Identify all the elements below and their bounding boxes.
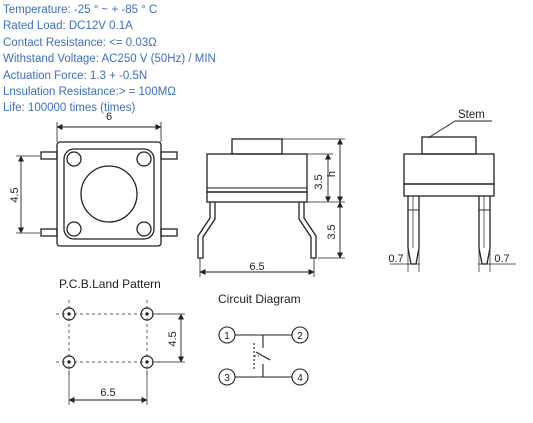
spec-withstand-voltage: Withstand Voltage: AC250 V (50Hz) / MIN [3, 53, 216, 66]
top-view [16, 122, 178, 247]
front-view [197, 138, 345, 277]
side-view-left-pin [407, 196, 420, 265]
spec-insulation-resistance: Lnsulation Resistance:> = 100MΩ [3, 86, 176, 99]
specifications-list: Temperature: -25 ° ~ + -85 ° C Rated Loa… [3, 2, 216, 117]
corner-post-bl [66, 221, 82, 237]
front-view-height-label-3: 3.5 [326, 224, 338, 239]
side-view-base [403, 183, 495, 197]
side-view-right-pin [478, 196, 491, 265]
circuit-pin-4-label: 4 [297, 373, 303, 384]
pcb-width-label: 6.5 [100, 387, 115, 399]
pcb-pad-tl [62, 307, 76, 321]
corner-post-tr [136, 151, 152, 167]
circuit-pin-3 [218, 368, 236, 386]
front-view-base [206, 191, 308, 203]
spec-temperature: Temperature: -25 ° ~ + -85 ° C [3, 4, 158, 16]
front-view-left-lead [197, 202, 216, 259]
top-view-width-label: 6 [106, 111, 112, 123]
circuit-diagram [218, 326, 309, 386]
top-view-button [80, 165, 138, 223]
side-view-pin-right-label: 0.7 [494, 253, 509, 265]
circuit-pin-3-label: 3 [224, 373, 230, 384]
front-view-stem [231, 138, 283, 155]
circuit-pin-1 [218, 326, 236, 344]
pcb-title: P.C.B.Land Pattern [59, 277, 161, 291]
top-view-lead-br [160, 228, 178, 237]
front-view-height-label-2: h [326, 171, 338, 177]
spec-actuation-force: Actuation Force: 1.3 + -0.5N [3, 69, 148, 82]
circuit-title: Circuit Diagram [218, 292, 301, 306]
spec-life: Life: 100000 times (times) [3, 102, 136, 115]
side-view [390, 120, 516, 272]
switch-contact [255, 351, 271, 361]
top-view-lead-tr [160, 151, 178, 160]
front-view-width-label: 6.5 [249, 261, 264, 273]
corner-post-br [136, 221, 152, 237]
pcb-land-pattern [56, 300, 185, 405]
top-view-body [56, 141, 162, 247]
circuit-pin-2-label: 2 [297, 331, 303, 342]
top-view-lead-tl [40, 151, 58, 160]
circuit-pin-4 [291, 368, 309, 386]
pcb-height-label: 4.5 [167, 331, 179, 346]
corner-post-tl [66, 151, 82, 167]
pcb-pad-tr [140, 307, 154, 321]
front-view-height-label-1: 3.5 [313, 174, 325, 189]
side-view-stem [421, 136, 477, 155]
front-view-right-lead [298, 202, 317, 259]
top-view-height-label: 4.5 [9, 187, 21, 202]
circuit-pin-1-label: 1 [224, 331, 230, 342]
side-view-pin-left-label: 0.7 [388, 253, 403, 265]
side-view-body [403, 153, 495, 185]
spec-rated-load: Rated Load: DC12V 0.1A [3, 20, 133, 33]
top-view-inner-square [63, 148, 155, 240]
spec-contact-resistance: Contact Resistance: <= 0.03Ω [3, 36, 157, 49]
pcb-pad-br [140, 355, 154, 369]
front-view-body [206, 153, 308, 193]
pcb-pad-bl [62, 355, 76, 369]
side-view-stem-label: Stem [458, 109, 485, 121]
circuit-pin-2 [291, 326, 309, 344]
top-view-lead-bl [40, 228, 58, 237]
